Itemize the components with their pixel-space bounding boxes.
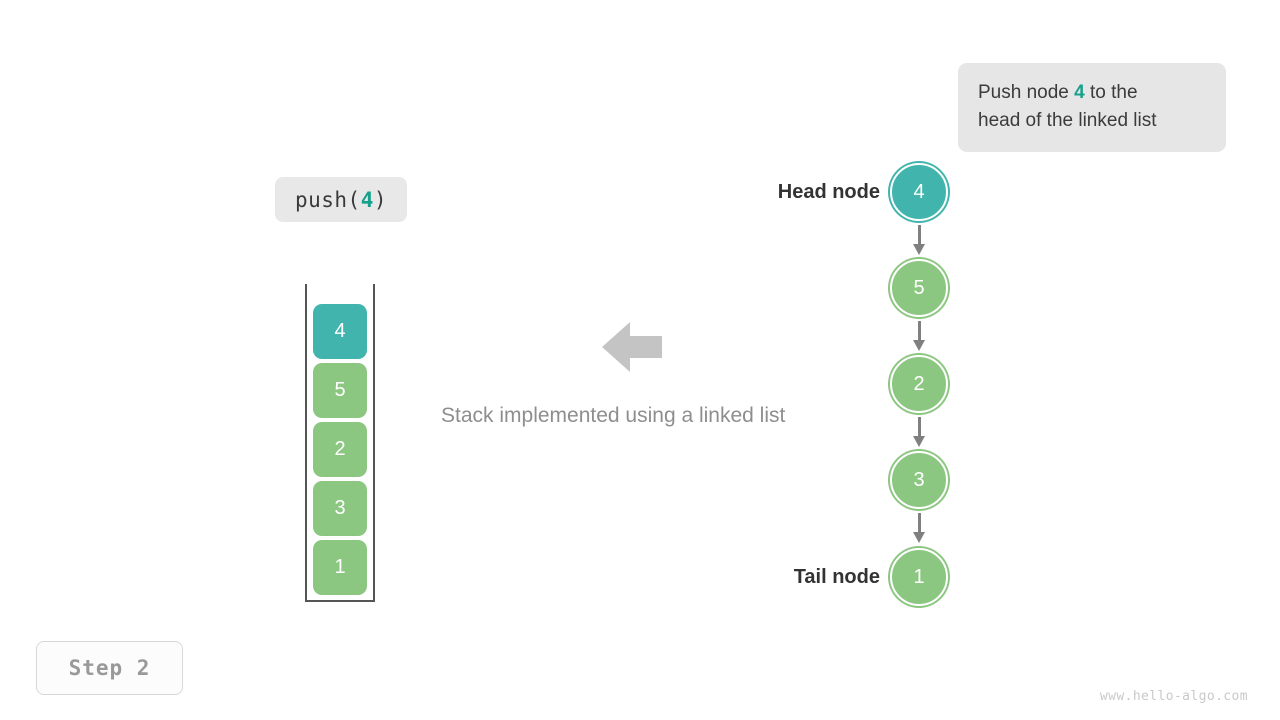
narration-suffix: to the (1084, 82, 1138, 103)
left-arrow-icon (602, 320, 662, 374)
linked-list-edge (913, 225, 925, 255)
linked-list-edge (913, 417, 925, 447)
stack-cell: 3 (313, 481, 367, 536)
linked-list-node: 5 (890, 259, 948, 317)
narration-prefix: Push node (978, 82, 1075, 103)
stack-container (305, 284, 375, 602)
head-node-label: Head node (777, 181, 880, 203)
tail-node-label: Tail node (793, 566, 880, 588)
narration-line-two: head of the linked list (978, 109, 1157, 131)
narration-callout: Push node 4 to the head of the linked li… (958, 63, 1226, 153)
linked-list-node: 4 (890, 163, 948, 221)
stack-cell: 5 (313, 363, 367, 418)
push-open-paren: ( (347, 187, 361, 212)
push-operation-chip: push(4) (275, 177, 407, 222)
linked-list-edge (913, 513, 925, 543)
push-argument: 4 (360, 187, 374, 212)
linked-list-edge (913, 321, 925, 351)
diagram-caption: Stack implemented using a linked list (441, 404, 786, 427)
stack-cell-list: 4 5 2 3 1 (313, 304, 367, 595)
linked-list-diagram: Head node 4 5 2 3 Tail node 1 (760, 155, 1010, 615)
stack-cell: 4 (313, 304, 367, 359)
watermark: www.hello-algo.com (1099, 689, 1248, 704)
linked-list-node: 2 (890, 355, 948, 413)
push-operation-name: push (294, 187, 348, 212)
narration-value: 4 (1074, 82, 1085, 103)
stack-cell: 1 (313, 540, 367, 595)
stack-cell: 2 (313, 422, 367, 477)
linked-list-node: 3 (890, 451, 948, 509)
linked-list-node: 1 (890, 548, 948, 606)
push-close-paren: ) (373, 187, 388, 212)
step-badge: Step 2 (36, 641, 183, 695)
